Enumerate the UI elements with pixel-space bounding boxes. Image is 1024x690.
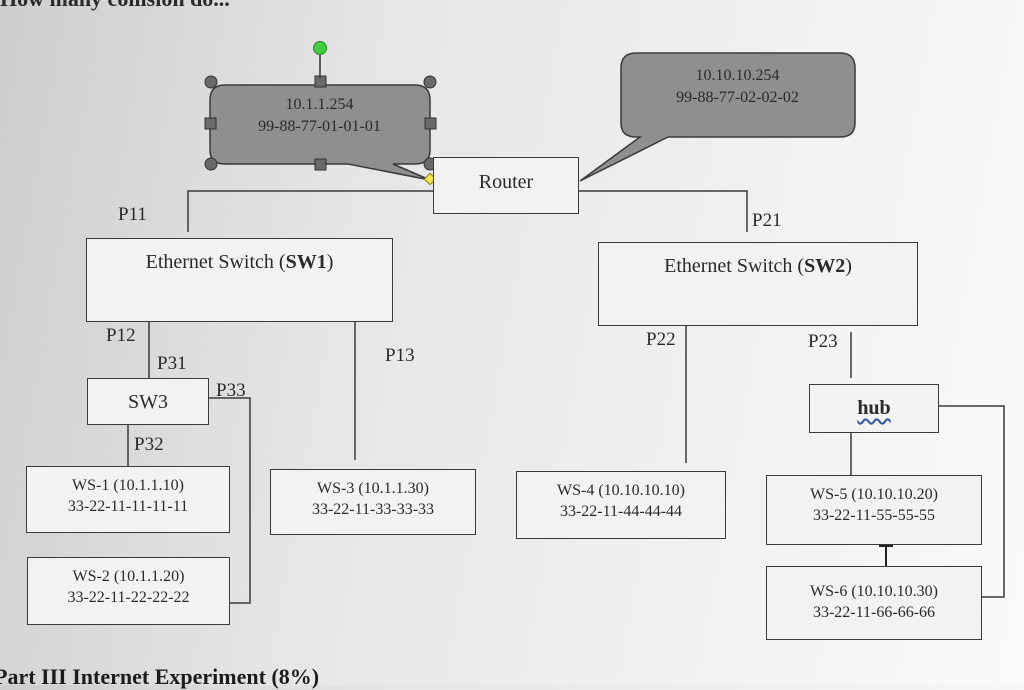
port-label-p11: P11 (118, 204, 147, 225)
header-partial-text: How many collision do... (0, 0, 230, 12)
wire-router-sw2 (578, 190, 748, 232)
port-label-p13: P13 (385, 345, 415, 366)
switch-sw2-box[interactable]: Ethernet Switch (SW2) (598, 242, 918, 326)
rotate-handle (313, 41, 327, 55)
switch-sw3-box[interactable]: SW3 (87, 378, 209, 425)
ws2-text: WS-2 (10.1.1.20) 33-22-11-22-22-22 (67, 568, 190, 606)
ws1-text: WS-1 (10.1.1.10) 33-22-11-11-11-11 (67, 477, 189, 515)
wire-router-sw1 (187, 190, 433, 232)
workstation-ws3[interactable]: WS-3 (10.1.1.30) 33-22-11-33-33-33 (270, 469, 476, 535)
port-label-p23: P23 (808, 331, 838, 352)
router-box[interactable]: Router (433, 157, 579, 214)
workstation-ws5[interactable]: WS-5 (10.10.10.20) 33-22-11-55-55-55 (766, 475, 982, 545)
ws6-text: WS-6 (10.10.10.30) 33-22-11-66-66-66 (810, 583, 938, 621)
port-label-p22: P22 (646, 329, 676, 350)
switch-sw1-box[interactable]: Ethernet Switch (SW1) (86, 238, 393, 322)
callout-bubble-right (579, 52, 856, 182)
ws3-text: WS-3 (10.1.1.30) 33-22-11-33-33-33 (311, 480, 435, 518)
switch-sw1-label: Ethernet Switch (SW1) (145, 251, 334, 273)
workstation-ws1[interactable]: WS-1 (10.1.1.10) 33-22-11-11-11-11 (26, 466, 230, 533)
callout-left-text[interactable]: 10.1.1.254 99-88-77-01-01-01 (258, 96, 381, 135)
ws4-text: WS-4 (10.10.10.10) 33-22-11-44-44-44 (557, 482, 685, 520)
footer-partial-text: Part III Internet Experiment (8%) (0, 664, 320, 689)
port-label-p31: P31 (157, 353, 187, 374)
port-label-p33: P33 (216, 380, 246, 401)
hub-label: hub (857, 397, 891, 419)
port-label-p12: P12 (106, 325, 136, 346)
callout-right-text[interactable]: 10.10.10.254 99-88-77-02-02-02 (676, 67, 799, 106)
workstation-ws6[interactable]: WS-6 (10.10.10.30) 33-22-11-66-66-66 (766, 566, 982, 640)
switch-sw2-label: Ethernet Switch (SW2) (664, 255, 852, 277)
workstation-ws4[interactable]: WS-4 (10.10.10.10) 33-22-11-44-44-44 (516, 471, 726, 539)
ws5-text: WS-5 (10.10.10.20) 33-22-11-55-55-55 (810, 486, 938, 524)
workstation-ws2[interactable]: WS-2 (10.1.1.20) 33-22-11-22-22-22 (27, 557, 230, 625)
wire-hub-ws6 (938, 405, 1005, 598)
router-label: Router (478, 171, 534, 193)
wire-sw3-ws2 (209, 397, 251, 604)
port-label-p32: P32 (134, 434, 164, 455)
switch-sw3-label: SW3 (128, 391, 168, 413)
port-label-p21: P21 (752, 210, 782, 231)
callout-bubble-left (209, 84, 431, 181)
callout-pointer-handle (423, 172, 437, 186)
hub-box[interactable]: hub (809, 384, 939, 433)
